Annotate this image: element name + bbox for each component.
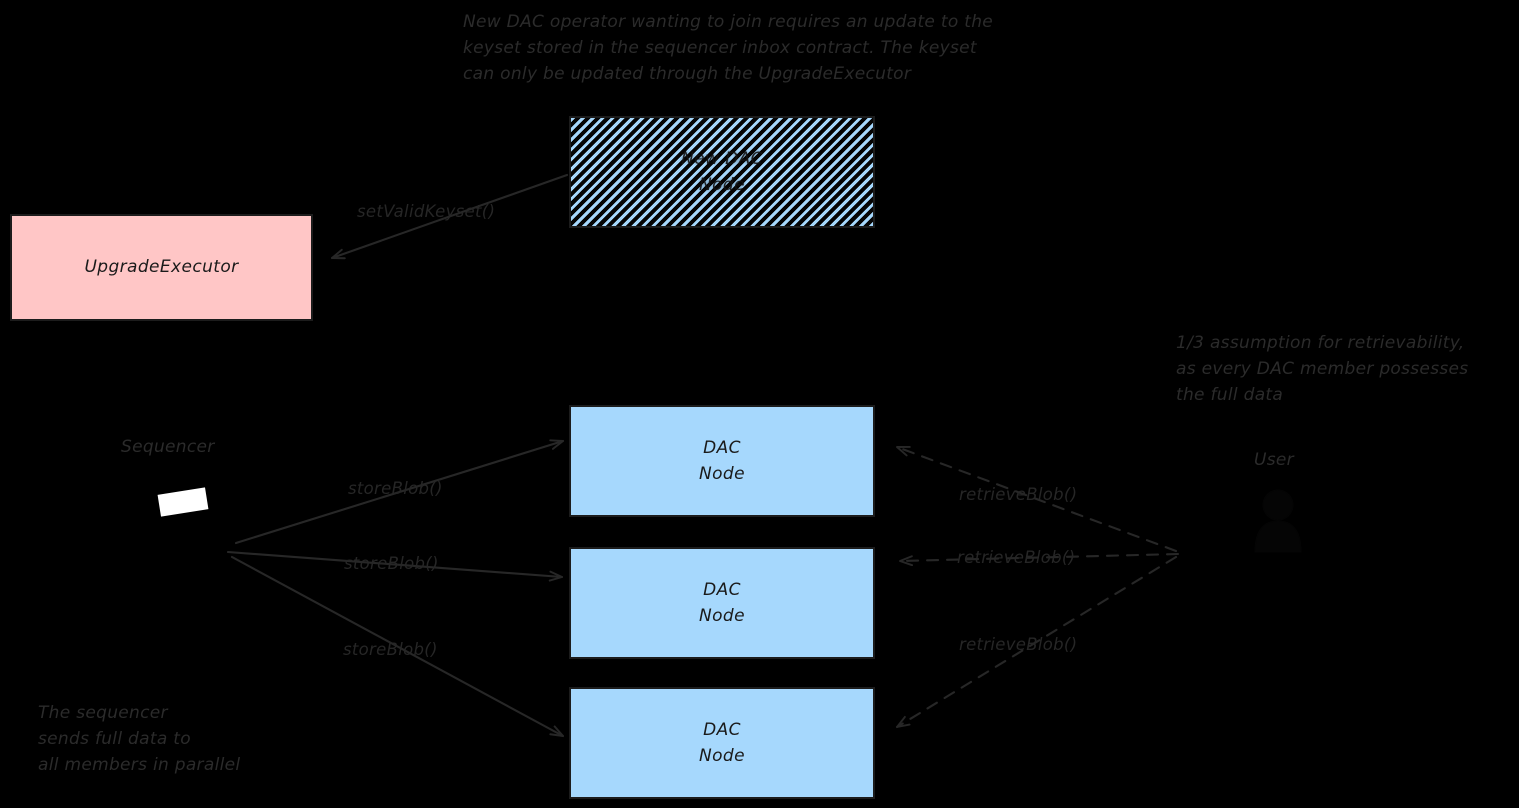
node-upgrade-executor-label: UpgradeExecutor [84, 257, 239, 278]
node-dac-node-2-label: DAC Node [699, 579, 745, 626]
edge-label-retrieveblob-3: retrieveBlob() [959, 635, 1078, 654]
annotation-retrievability-note: 1/3 assumption for retrievability, as ev… [1176, 333, 1469, 405]
node-new-dac-node[interactable]: New DAC Node [569, 116, 875, 228]
node-dac-node-2[interactable]: DAC Node [569, 547, 875, 659]
node-dac-node-1-label: DAC Node [699, 437, 745, 484]
node-new-dac-node-label: New DAC Node [681, 148, 763, 195]
edge-label-storeblob-2: storeBlob() [344, 554, 439, 573]
actor-sequencer-label: Sequencer [121, 437, 215, 457]
edge-label-retrieveblob-2: retrieveBlob() [957, 548, 1076, 567]
database-icon [157, 487, 209, 517]
node-dac-node-1[interactable]: DAC Node [569, 405, 875, 517]
annotation-parallel-note: The sequencer sends full data to all mem… [38, 703, 241, 775]
edge-label-setvalidkeyset: setValidKeyset() [357, 202, 496, 221]
node-dac-node-3-label: DAC Node [699, 719, 745, 766]
annotation-keyset-note: New DAC operator wanting to join require… [463, 12, 994, 84]
edge-label-storeblob-1: storeBlob() [348, 479, 443, 498]
edge-label-storeblob-3: storeBlob() [343, 640, 438, 659]
actor-user-label: User [1254, 450, 1294, 470]
node-dac-node-3[interactable]: DAC Node [569, 687, 875, 799]
edge-label-retrieveblob-1: retrieveBlob() [959, 485, 1078, 504]
node-upgrade-executor[interactable]: UpgradeExecutor [10, 214, 313, 321]
